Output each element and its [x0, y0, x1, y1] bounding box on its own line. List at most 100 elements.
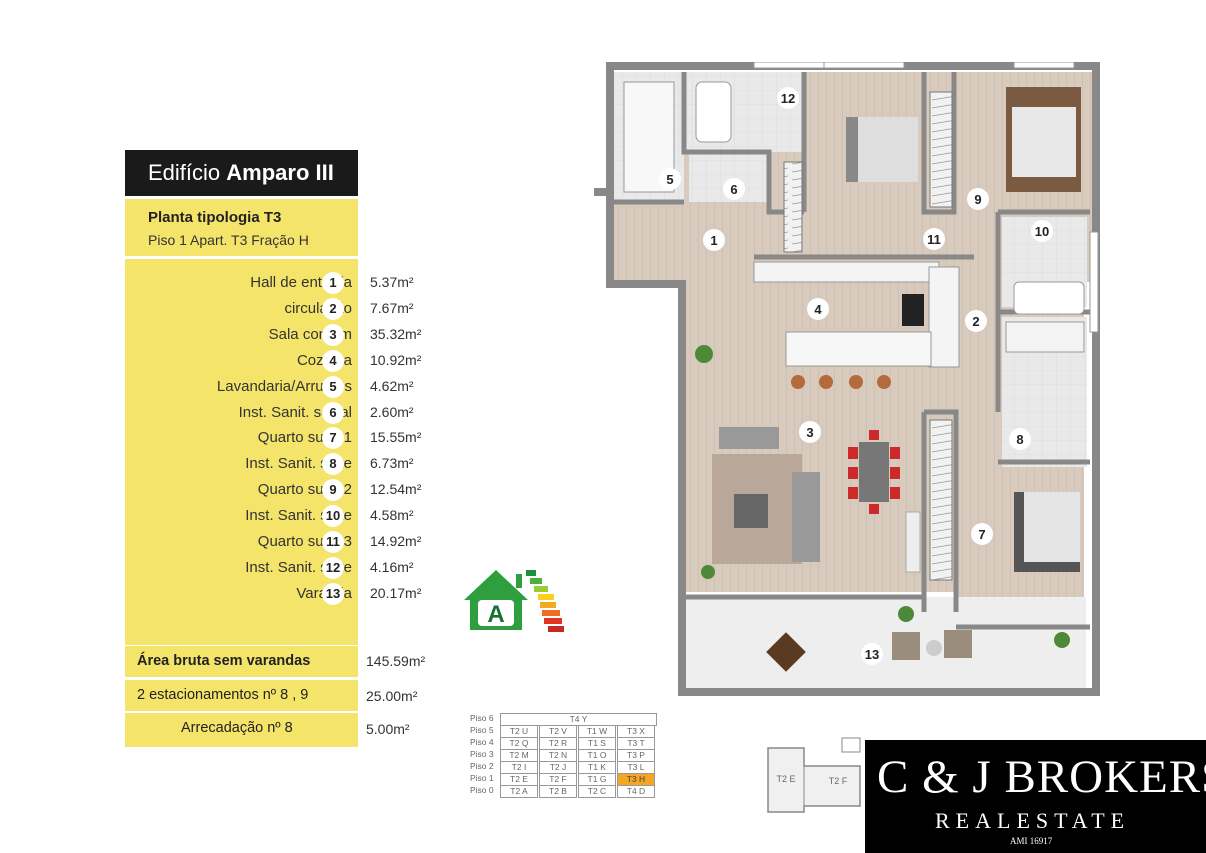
- room-number-badge: 1: [322, 272, 344, 294]
- floor-label: Piso 1: [470, 773, 494, 783]
- kitchen-counter: [753, 261, 940, 283]
- room-area: 35.32m²: [370, 325, 422, 342]
- storage-area-value: 5.00m²: [366, 721, 410, 737]
- logo-subtitle: REALESTATE: [935, 808, 1131, 833]
- parking-row: 2 estacionamentos nº 8 , 9: [125, 680, 358, 711]
- balcony-floor: [686, 597, 1086, 692]
- room-number-badge: 3: [322, 323, 344, 346]
- dining-table: [859, 442, 889, 502]
- floor-label: Piso 4: [470, 737, 494, 747]
- room-number-badge: 6: [322, 401, 344, 424]
- room-label: Lavandaria/Arrumos: [216, 377, 352, 395]
- room-row: Varanda1320.17m²: [125, 582, 545, 608]
- marker-1: 1: [710, 233, 717, 248]
- storage-row: Arrecadação nº 8: [125, 713, 358, 747]
- site-label-t2f: T2 F: [829, 776, 848, 786]
- marker-4: 4: [814, 302, 822, 317]
- gross-area-label: Área bruta sem varandas: [137, 653, 311, 669]
- room-area: 10.92m²: [370, 351, 422, 368]
- typology-header: Planta tipologia T3 Piso 1 Apart. T3 Fra…: [125, 199, 358, 256]
- room-number-badge: 2: [322, 297, 344, 320]
- energy-rating: A: [487, 601, 504, 628]
- marker-12: 12: [781, 91, 795, 106]
- floor-label: Piso 2: [470, 761, 494, 771]
- parking-label: 2 estacionamentos nº 8 , 9: [137, 687, 309, 703]
- room-number-badge: 8: [322, 453, 344, 476]
- rooms-list: [125, 259, 358, 645]
- room-number-badge: 4: [322, 349, 344, 372]
- room-number-badge: 11: [322, 531, 344, 553]
- sofa: [719, 427, 779, 449]
- room-area: 4.62m²: [370, 377, 414, 394]
- unit-cell: T2 N: [539, 749, 577, 762]
- marker-13: 13: [865, 647, 879, 662]
- room-row: Cozinha410.92m²: [125, 349, 545, 375]
- room-number-badge: 12: [322, 556, 344, 579]
- room-area: 12.54m²: [370, 481, 422, 498]
- typology-title: Planta tipologia T3: [148, 209, 282, 226]
- site-label-t2e: T2 E: [776, 774, 795, 784]
- marker-10: 10: [1035, 224, 1049, 239]
- room-area: 4.16m²: [370, 558, 414, 575]
- room-area: 14.92m²: [370, 533, 422, 549]
- building-title-name: Amparo III: [226, 160, 334, 185]
- marker-7: 7: [978, 527, 985, 542]
- unit-cell: T4 D: [617, 785, 655, 798]
- floor-label: Piso 5: [470, 725, 494, 735]
- marker-3: 3: [806, 425, 813, 440]
- unit-cell: T2 A: [500, 785, 538, 798]
- room-area: 5.37m²: [370, 274, 414, 290]
- marker-2: 2: [972, 314, 979, 329]
- storage-label: Arrecadação nº 8: [181, 720, 293, 736]
- building-title: Edifício Amparo III: [125, 150, 358, 196]
- gross-area-value: 145.59m²: [366, 653, 426, 669]
- parking-area-value: 25.00m²: [366, 688, 418, 704]
- marker-5: 5: [666, 172, 673, 187]
- typology-subtitle: Piso 1 Apart. T3 Fração H: [148, 232, 309, 248]
- room-area: 20.17m²: [370, 584, 422, 601]
- kitchen-island: [785, 331, 932, 367]
- gross-area-row: Área bruta sem varandas: [125, 646, 358, 677]
- balcony-table: [766, 632, 806, 672]
- room-area: 7.67m²: [370, 299, 414, 316]
- marker-8: 8: [1016, 432, 1023, 447]
- room-number-badge: 13: [322, 582, 344, 605]
- unit-cell: T2 C: [578, 785, 616, 798]
- floor-label: Piso 6: [470, 713, 494, 723]
- brokers-logo: C & J BROKERS REALESTATE AMI 16917: [865, 740, 1206, 853]
- floor-label: Piso 3: [470, 749, 494, 759]
- room-number-badge: 10: [322, 505, 344, 528]
- marker-9: 9: [974, 192, 981, 207]
- room-number-badge: 5: [322, 375, 344, 398]
- room-area: 4.58m²: [370, 507, 414, 524]
- room-area: 2.60m²: [370, 403, 414, 420]
- logo-license: AMI 16917: [1010, 836, 1053, 846]
- site-plan-sketch: T2 E T2 F: [767, 737, 861, 813]
- room-number-badge: 9: [322, 479, 344, 502]
- floor-label: Piso 0: [470, 785, 494, 795]
- room-number-badge: 7: [322, 427, 344, 450]
- room-markers: [659, 87, 1053, 665]
- marker-6: 6: [730, 182, 737, 197]
- energy-certificate-icon: A: [464, 570, 564, 632]
- logo-name: C & J BROKERS: [877, 751, 1206, 803]
- room-area: 15.55m²: [370, 429, 422, 446]
